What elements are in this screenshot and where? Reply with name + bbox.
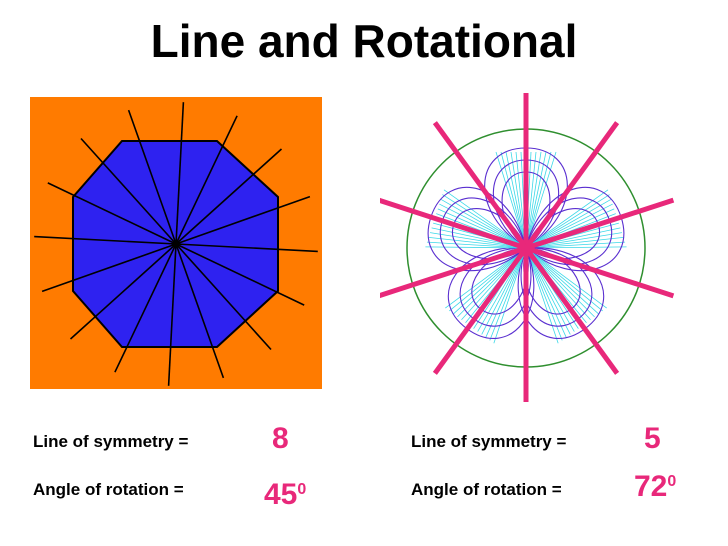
right-symmetry-label: Line of symmetry = (411, 432, 567, 451)
left-degree-mark: 0 (297, 481, 307, 498)
petal-hatch (525, 247, 599, 315)
octagon-spoke (175, 243, 305, 306)
petal-hatch (525, 194, 610, 249)
octagon-spoke (34, 235, 177, 245)
petal-hatch (525, 151, 547, 249)
octagon-spoke (175, 243, 272, 351)
petal-hatch (440, 198, 527, 249)
octagon-centre-dot (173, 241, 179, 247)
petal-hatch (429, 232, 527, 249)
flower-symmetry-lines (377, 93, 675, 403)
left-rotation-label: Angle of rotation = (33, 480, 184, 499)
petal-hatch (525, 232, 623, 249)
left-symmetry-value: 8 (272, 422, 289, 455)
petal-hatch (442, 194, 527, 249)
octagon-spoke (175, 243, 318, 253)
octagon-spoke (69, 243, 177, 340)
flower-symmetry-line (377, 197, 675, 299)
petal-hatch (453, 247, 527, 315)
petal-hatch (525, 241, 626, 249)
petal-hatch (505, 151, 527, 249)
octagon-spoke (175, 102, 185, 245)
petal-hatch (525, 247, 603, 312)
petal-hatch (500, 151, 527, 249)
petal-hatch (449, 247, 527, 312)
right-rotation-label: Angle of rotation = (411, 480, 562, 499)
octagon-spoke (167, 243, 177, 386)
left-rotation-value: 450 (264, 480, 306, 510)
octagon-spoke (175, 195, 311, 245)
petal-hatch (443, 189, 527, 249)
flower-diagram (377, 93, 675, 403)
petal-hatch (457, 247, 527, 318)
right-symmetry-value: 5 (644, 422, 661, 455)
petal-hatch (525, 236, 624, 249)
octagon-spoke (80, 137, 177, 245)
petal-hatch (525, 247, 595, 318)
octagon-spoke (47, 182, 177, 245)
right-rotation-value: 720 (634, 472, 676, 502)
octagon-spoke (127, 109, 177, 245)
petal-hatch (525, 151, 552, 249)
octagon-symmetry-lines (34, 102, 318, 386)
octagon-diagram (30, 97, 322, 389)
octagon-spoke (175, 115, 238, 245)
slide-title: Line and Rotational (150, 15, 578, 67)
petal-hatch (525, 247, 607, 309)
octagon-figure (30, 97, 322, 389)
left-rotation-number: 45 (264, 478, 298, 511)
petal-hatch (525, 198, 612, 249)
right-degree-mark: 0 (667, 473, 677, 490)
petal-hatch (525, 247, 567, 338)
left-symmetry-label: Line of symmetry = (33, 432, 189, 451)
octagon-spoke (114, 243, 177, 373)
petal-hatch (485, 247, 527, 338)
petal-hatch (489, 247, 527, 341)
petal-hatch (525, 189, 609, 249)
petal-hatch (493, 247, 527, 344)
flower-figure (377, 92, 680, 403)
octagon-spoke (175, 148, 283, 245)
petal-hatch (425, 246, 527, 249)
octagon-spoke (41, 243, 177, 293)
petal-hatch (428, 236, 527, 249)
right-rotation-number: 72 (634, 470, 668, 503)
petal-hatch (525, 247, 563, 341)
octagon-spoke (175, 243, 225, 379)
petal-hatch (426, 241, 527, 249)
